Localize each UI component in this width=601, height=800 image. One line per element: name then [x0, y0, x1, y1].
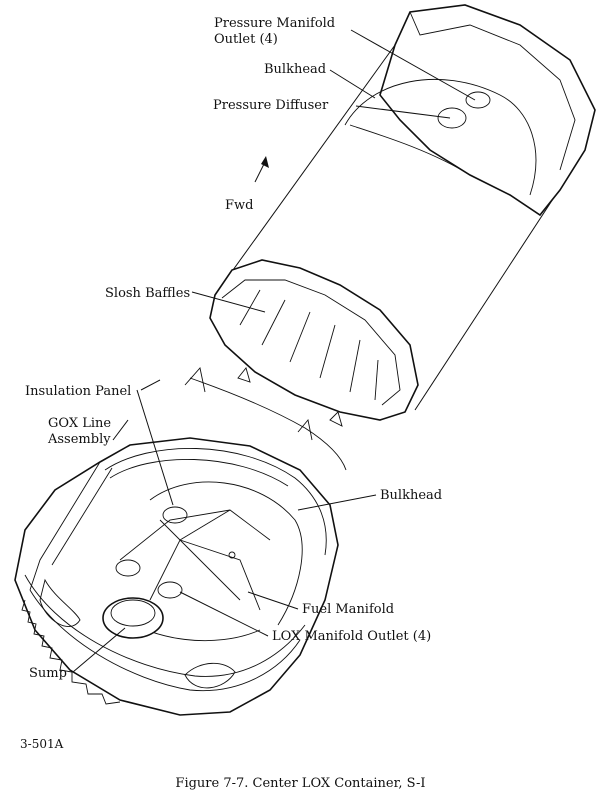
label-fwd: Fwd [225, 198, 253, 213]
leader-lines [72, 29, 476, 673]
label-bulkhead-top: Bulkhead [264, 62, 326, 77]
label-pressure-manifold-outlet-2: Outlet (4) [214, 32, 278, 47]
leader-bulkhead-bottom [297, 494, 377, 511]
lower-container-section [14, 437, 339, 716]
upper-barrel-section [209, 4, 596, 427]
drawing-number: 3-501A [20, 737, 64, 751]
label-pressure-diffuser: Pressure Diffuser [213, 98, 329, 113]
forward-arrow [254, 156, 269, 183]
label-pressure-manifold-outlet-1: Pressure Manifold [214, 16, 335, 31]
leader-pressure-diffuser [355, 105, 451, 119]
label-gox-line-2: Assembly [47, 432, 111, 447]
label-bulkhead-bottom: Bulkhead [380, 488, 442, 503]
label-lox-manifold-outlet: LOX Manifold Outlet (4) [272, 629, 431, 644]
leader-sump [72, 627, 126, 673]
leader-fuel-manifold [247, 591, 299, 610]
label-fuel-manifold: Fuel Manifold [302, 602, 394, 617]
leader-lox-manifold-outlet [179, 591, 269, 637]
label-gox-line-1: GOX Line [48, 416, 111, 431]
leader-gox-line [112, 419, 129, 441]
label-insulation-panel: Insulation Panel [25, 384, 131, 399]
label-slosh-baffles: Slosh Baffles [105, 286, 190, 301]
leader-slosh-baffles [191, 291, 266, 313]
leader-insulation-panel-2 [140, 379, 161, 391]
leader-bulkhead-top [329, 69, 376, 99]
figure-caption: Figure 7-7. Center LOX Container, S-I [175, 776, 426, 791]
insulation-panel [184, 367, 347, 471]
leader-insulation-panel [136, 389, 174, 506]
leader-pressure-manifold-outlet [350, 29, 476, 101]
label-sump: Sump [29, 666, 67, 681]
